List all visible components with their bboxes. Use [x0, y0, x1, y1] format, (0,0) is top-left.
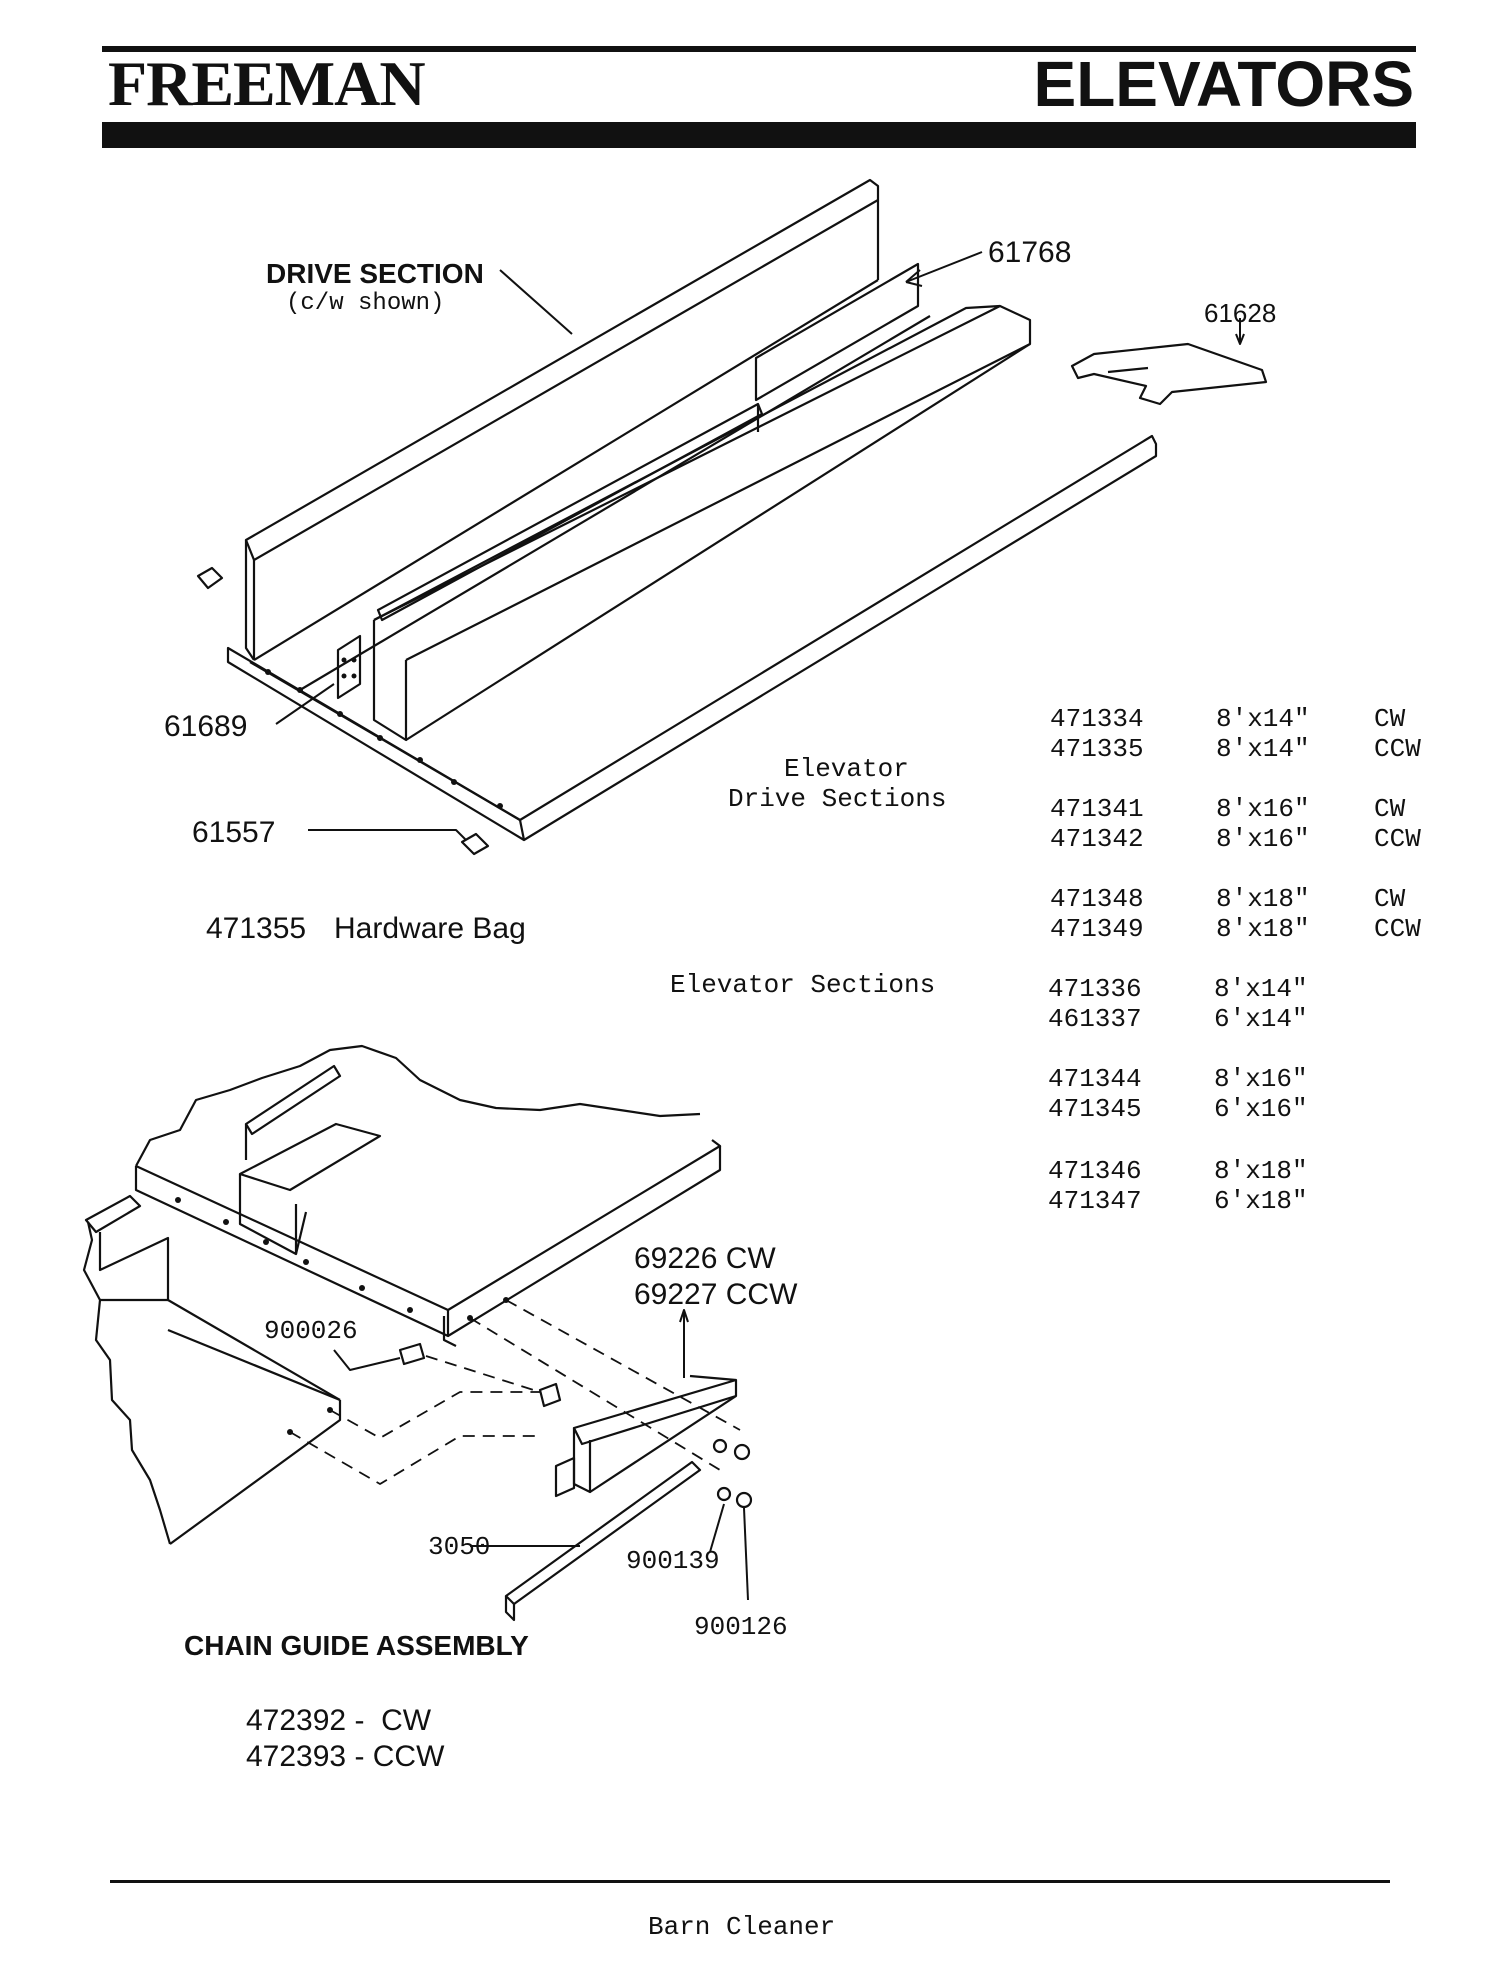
- part-number: 471349: [1050, 914, 1144, 944]
- size: 8'x18": [1216, 914, 1310, 944]
- part-number: 471342: [1050, 824, 1144, 854]
- size: 8'x16": [1216, 794, 1310, 824]
- part-number: 471346: [1048, 1156, 1142, 1186]
- drive-sections-label-line2: Drive Sections: [728, 784, 947, 814]
- size: 6'x16": [1214, 1094, 1308, 1124]
- size: 8'x16": [1214, 1064, 1308, 1094]
- part-callout-900126: 900126: [694, 1612, 788, 1642]
- drive-section-label: DRIVE SECTION: [266, 258, 484, 289]
- part-callout-61628: 61628: [1204, 298, 1277, 328]
- part-number: 471334: [1050, 704, 1144, 734]
- part-callout-61689: 61689: [164, 710, 248, 743]
- part-number: 471335: [1050, 734, 1144, 764]
- elevator-sections-label: Elevator Sections: [670, 970, 936, 1000]
- direction: CCW: [1374, 824, 1421, 854]
- header-top-rule: [102, 46, 1416, 52]
- drive-sections-label-line1: Elevator: [784, 754, 909, 784]
- direction: CW: [1374, 884, 1406, 914]
- part-callout-900026: 900026: [264, 1316, 358, 1346]
- footer-rule: [110, 1880, 1390, 1883]
- size: 8'x18": [1214, 1156, 1308, 1186]
- size: 8'x18": [1216, 884, 1310, 914]
- hardware-bag-number: 471355: [206, 912, 307, 945]
- size: 8'x14": [1214, 974, 1308, 1004]
- hardware-bag-label: Hardware Bag: [334, 912, 526, 945]
- size: 6'x18": [1214, 1186, 1308, 1216]
- part-number: 471347: [1048, 1186, 1142, 1216]
- direction: CCW: [1374, 914, 1421, 944]
- size: 8'x16": [1216, 824, 1310, 854]
- brand-logo: FREEMAN: [108, 48, 426, 119]
- assembly-number-ccw: 472393 - CCW: [246, 1740, 445, 1773]
- part-number: 471345: [1048, 1094, 1142, 1124]
- part-callout-61557: 61557: [192, 816, 276, 849]
- part-callout-900139: 900139: [626, 1546, 720, 1576]
- direction: CW: [1374, 794, 1406, 824]
- part-number: 471341: [1050, 794, 1144, 824]
- direction: CCW: [1374, 734, 1421, 764]
- drive-section-note: (c/w shown): [286, 290, 445, 317]
- header-bottom-rule: [102, 122, 1416, 148]
- footer-label: Barn Cleaner: [648, 1912, 836, 1942]
- assembly-number-cw: 472392 - CW: [246, 1704, 432, 1737]
- page-title: ELEVATORS: [1033, 48, 1415, 120]
- part-callout-61768: 61768: [988, 236, 1072, 269]
- part-callout-69227-ccw: 69227 CCW: [634, 1278, 798, 1311]
- part-number: 471344: [1048, 1064, 1142, 1094]
- part-callout-69226-cw: 69226 CW: [634, 1242, 776, 1275]
- chain-guide-title: CHAIN GUIDE ASSEMBLY: [184, 1630, 529, 1661]
- part-number: 471336: [1048, 974, 1142, 1004]
- direction: CW: [1374, 704, 1406, 734]
- part-callout-3050: 3050: [428, 1532, 491, 1562]
- size: 8'x14": [1216, 704, 1310, 734]
- part-number: 461337: [1048, 1004, 1142, 1034]
- size: 8'x14": [1216, 734, 1310, 764]
- part-number: 471348: [1050, 884, 1144, 914]
- size: 6'x14": [1214, 1004, 1308, 1034]
